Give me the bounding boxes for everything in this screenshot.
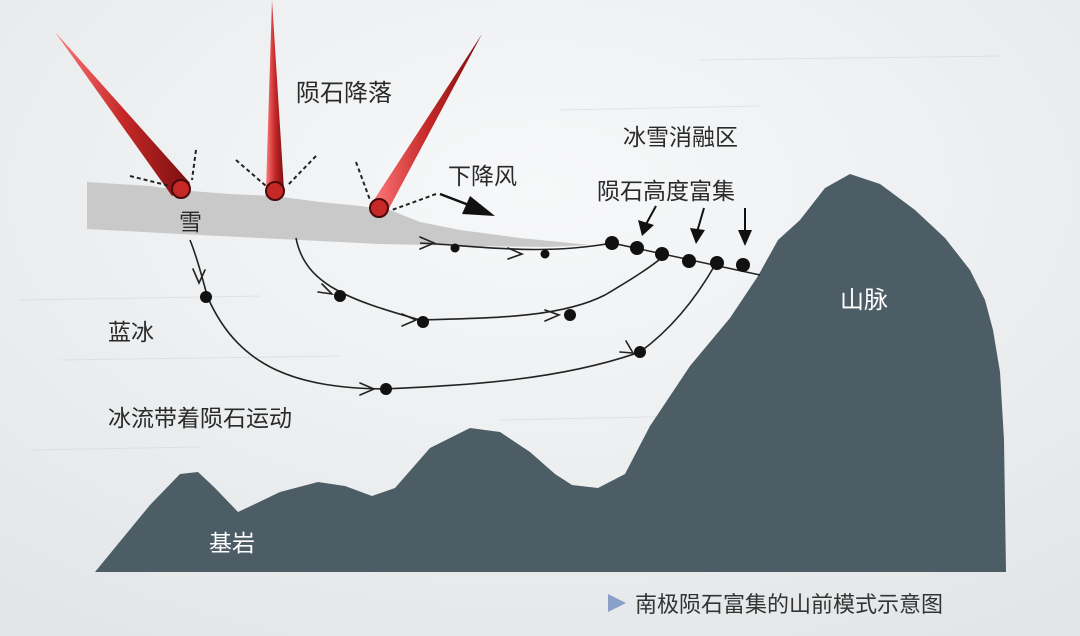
- label-ice-flow: 冰流带着陨石运动: [108, 406, 292, 432]
- mountain-bedrock: [95, 174, 1006, 572]
- caption-text: 南极陨石富集的山前模式示意图: [635, 593, 943, 618]
- wind-arrow: [439, 192, 495, 216]
- flow-dots: [200, 243, 646, 395]
- flow-path-middle: [295, 237, 666, 321]
- meteor-trail-right: [372, 34, 482, 214]
- caption: 南极陨石富集的山前模式示意图: [608, 593, 943, 618]
- impact-dashes: [129, 149, 437, 211]
- label-bedrock: 基岩: [209, 531, 255, 557]
- meteorite-concentration-dots: [605, 236, 761, 276]
- meteor-trail-middle: [266, 0, 284, 190]
- meteor-right: [369, 198, 389, 218]
- label-blue-ice: 蓝冰: [108, 320, 154, 346]
- label-snow: 雪: [179, 210, 202, 236]
- label-katabatic-wind: 下降风: [448, 164, 517, 190]
- caption-marker-icon: [608, 594, 626, 612]
- snow-layer: [87, 182, 590, 247]
- meteor-middle: [265, 181, 285, 201]
- flow-arrowheads: [192, 236, 635, 396]
- label-meteorite-concentration: 陨石高度富集: [597, 179, 735, 205]
- label-mountain: 山脉: [840, 286, 888, 314]
- meteor-trails: [55, 0, 482, 218]
- ice-texture: [19, 55, 1001, 521]
- meteor-trail-left: [55, 32, 190, 196]
- meteor-left: [171, 179, 191, 199]
- label-meteorite-fall: 陨石降落: [296, 79, 392, 107]
- concentration-arrows: [638, 205, 752, 246]
- label-ablation-zone: 冰雪消融区: [623, 125, 738, 151]
